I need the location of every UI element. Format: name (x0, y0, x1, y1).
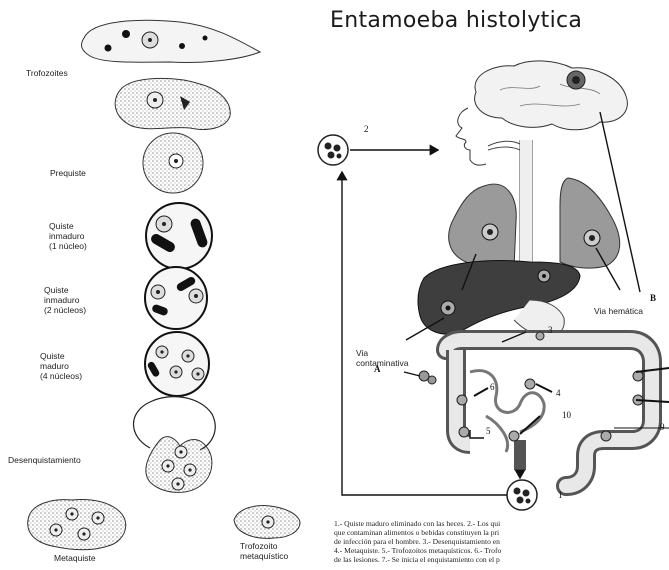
label-via-contaminativa: Via contaminativa (356, 348, 408, 368)
cyst-4-nuclei (145, 332, 209, 396)
excystation-cell (134, 397, 216, 493)
page-title: Entamoeba histolytica (330, 8, 582, 33)
label-quiste-1-nucleo: Quiste inmaduro (1 núcleo) (49, 221, 87, 251)
step-number-9: 9 (660, 422, 665, 432)
head-profile (456, 108, 486, 165)
large-intestine (446, 340, 652, 486)
step-number-3: 3 (548, 325, 553, 335)
cyst-1-nucleus (146, 203, 212, 269)
metacyst-cell (28, 500, 126, 550)
label-desenquistamiento: Desenquistamiento (8, 455, 81, 465)
cyst-2-nuclei (145, 267, 207, 329)
trophozoite-cell-1 (82, 20, 260, 62)
step-number-5: 5 (486, 426, 491, 436)
step-number-1: 1 (558, 490, 563, 500)
step-number-6: 6 (490, 382, 495, 392)
figure-caption: 1.- Quiste maduro eliminado con las hece… (334, 519, 669, 567)
label-route-a: A (374, 364, 381, 374)
label-quiste-4-nucleos: Quiste maduro (4 núcleos) (40, 351, 82, 381)
step-number-2: 2 (364, 124, 369, 134)
label-metaquiste: Metaquiste (54, 553, 96, 563)
cyst-excreted-icon (507, 480, 537, 510)
label-trofozoito-metaquistico: Trofozoito metaquístico (240, 541, 288, 561)
label-route-b: B (650, 293, 656, 303)
metacystic-trophozoite-cell (234, 506, 300, 539)
label-prequiste: Prequiste (50, 168, 86, 178)
precyst-cell (143, 133, 203, 193)
brain-shape (475, 61, 628, 130)
label-via-hematica: Via hemática (594, 306, 643, 316)
label-trofozoites: Trofozoites (26, 68, 68, 78)
step-number-10: 10 (562, 410, 571, 420)
trophozoite-cell-2 (115, 78, 230, 129)
label-quiste-2-nucleos: Quiste inmaduro (2 núcleos) (44, 285, 86, 315)
cyst-ingested-icon (318, 135, 348, 165)
step-number-4: 4 (556, 388, 561, 398)
